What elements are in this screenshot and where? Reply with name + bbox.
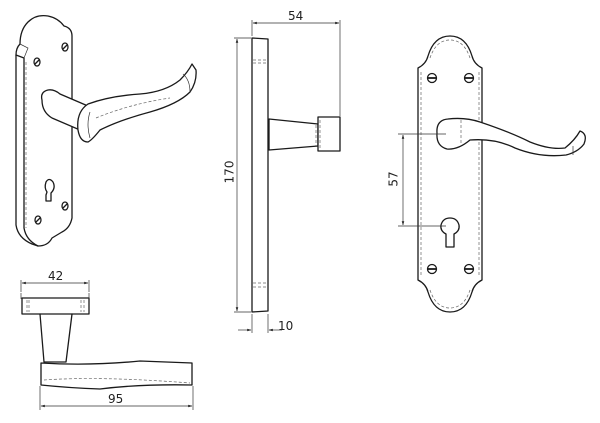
side-view [234,20,341,333]
keyhole-icon [440,217,460,248]
keyhole-icon [44,178,55,202]
side-backplate [251,37,269,313]
iso-lever-neck [40,89,89,131]
dimension-plate-thickness: 10 [278,319,294,333]
screw-icon [33,42,69,225]
isometric-view [15,14,197,247]
front-backplate [417,35,483,313]
top-view [20,280,194,410]
side-lever-neck [268,118,319,151]
dimension-rose-width: 42 [48,269,64,283]
front-view [398,35,586,313]
iso-lever [77,63,197,143]
side-lever-end [317,116,341,152]
dimension-lever-to-keyhole: 57 [386,171,401,187]
front-lever [436,117,586,157]
top-lever [40,360,193,390]
top-rose [21,297,90,315]
screw-icon [426,72,475,275]
dimension-projection-depth: 54 [288,9,304,23]
iso-backplate [15,14,73,247]
dimension-lever-length: 95 [108,392,124,406]
dimension-plate-height: 170 [222,160,237,184]
